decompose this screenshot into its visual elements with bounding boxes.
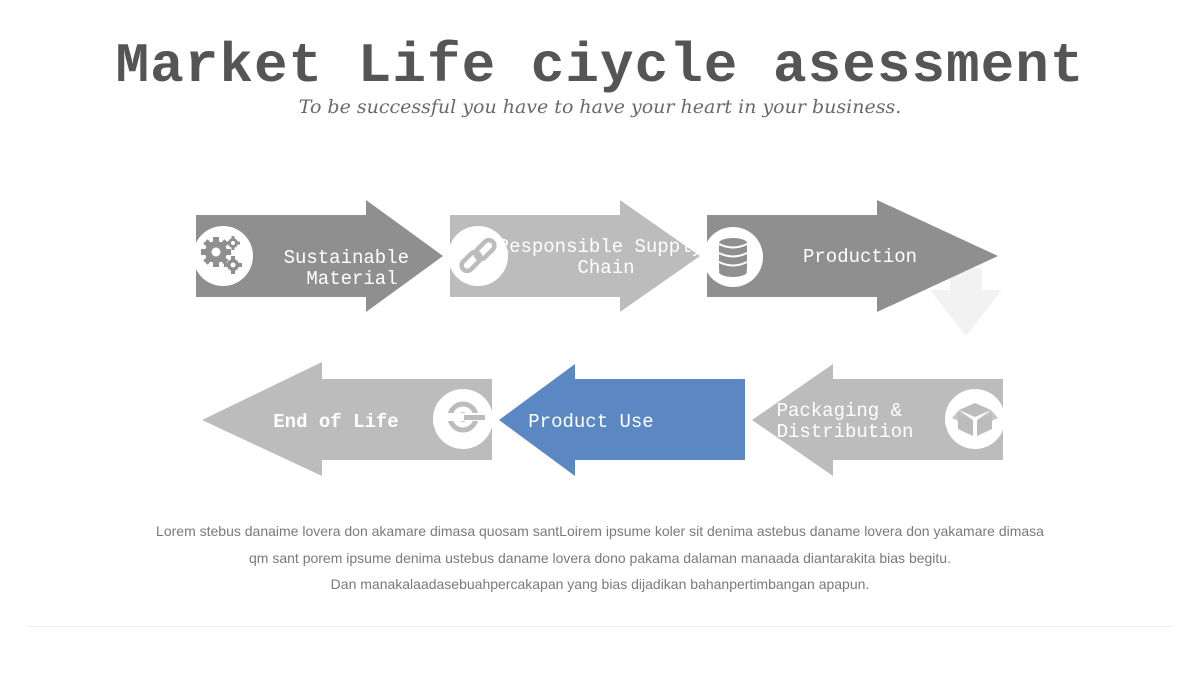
page-subtitle: To be successful you have to have your h… xyxy=(298,96,902,118)
description-line: Dan manakalaadasebuahpercakapan yang bia… xyxy=(330,576,870,592)
database-icon xyxy=(718,238,748,277)
stage-label-line: Production xyxy=(803,246,917,268)
stage-label: End of Life xyxy=(273,411,398,433)
page-title: Market Life ciycle asessment xyxy=(115,34,1085,98)
stage-arrow xyxy=(499,364,745,476)
stage-label-line: Sustainable xyxy=(284,247,409,269)
stage-arrow xyxy=(202,362,492,476)
stage-sustainable-material[interactable]: Sustainable Material xyxy=(193,200,443,312)
stage-packaging-distribution[interactable]: Packaging & Distribution xyxy=(752,364,1005,476)
description-text: Lorem stebus danaime lovera don akamare … xyxy=(100,518,1100,598)
description-line: qm sant porem ipsume denima ustebus dana… xyxy=(249,549,951,566)
box-icon xyxy=(952,403,998,436)
stage-label: Production xyxy=(803,246,917,268)
description-line: Lorem stebus danaime lovera don akamare … xyxy=(156,523,1044,539)
stage-label-line: Material xyxy=(306,268,397,290)
gears-icon xyxy=(201,236,242,274)
stage-label-line: Chain xyxy=(577,257,634,279)
stage-product-use[interactable]: Product Use xyxy=(499,364,745,476)
stage-arrow xyxy=(752,364,1003,476)
stage-label: Packaging & Distribution xyxy=(777,400,914,443)
down-arrow-icon xyxy=(930,268,1002,336)
stage-label: Product Use xyxy=(528,411,653,433)
chain-link-icon xyxy=(459,237,497,274)
stage-label: Sustainable Material xyxy=(284,247,421,290)
stage-end-of-life[interactable]: End of Life xyxy=(202,362,493,476)
stage-label-line: Product Use xyxy=(528,411,653,433)
stage-label: Responsible Supply Chain xyxy=(498,236,715,279)
stage-arrow xyxy=(450,200,700,312)
footer-divider xyxy=(28,626,1172,627)
stage-label-line: End of Life xyxy=(273,411,398,433)
stage-production[interactable]: Production xyxy=(703,200,998,312)
stage-responsible-supply-chain[interactable]: Responsible Supply Chain xyxy=(448,200,714,312)
stage-label-line: Distribution xyxy=(777,421,914,443)
stage-label-line: Packaging & xyxy=(777,400,902,422)
stage-arrow xyxy=(196,200,443,312)
stage-label-line: Responsible Supply xyxy=(498,236,703,258)
recycle-icon xyxy=(443,401,485,433)
stage-arrow xyxy=(707,200,998,312)
icon-circle xyxy=(945,389,1005,449)
